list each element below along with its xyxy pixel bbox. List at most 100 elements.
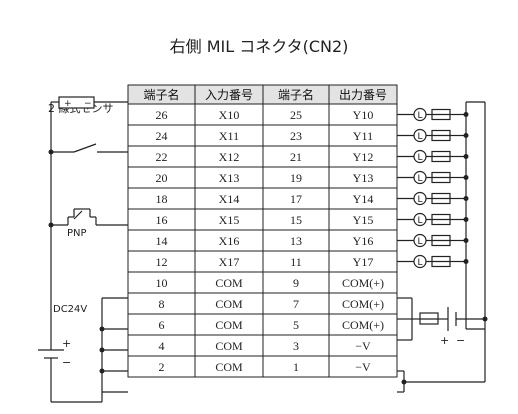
table-cell: COM [215,318,243,332]
table-cell: Y11 [353,129,373,143]
output-load: L [397,212,469,227]
load-lamp-label: L [417,258,422,268]
sensor-minus-sign: − [84,99,92,109]
table-cell: −V [355,339,371,353]
output-load: L [397,170,469,185]
table-cell: X12 [219,150,240,164]
table-cell: 1 [293,360,299,374]
table-row: 14 X16 13 Y16 [127,229,398,252]
output-load: L [397,254,469,269]
table-cell: X10 [219,108,240,122]
table-header-cell: 端子名 [278,87,314,102]
diagram-title: 右側 MIL コネクタ(CN2) [170,37,349,56]
table-header-cell: 入力番号 [205,88,253,102]
load-lamp-label: L [417,111,422,121]
table-cell: 16 [156,213,168,227]
load-lamp-label: L [417,195,422,205]
table-cell: 13 [290,234,302,248]
table-cell: 3 [293,339,299,353]
junction-dot [99,368,105,374]
table-row: 16 X15 15 Y15 [127,208,398,231]
output-load: L [397,149,469,164]
table-cell: COM(+) [342,276,384,290]
table-cell: 17 [290,192,302,206]
dc24v-label: DC24V [53,304,87,315]
output-load: L [397,191,469,206]
table-cell: Y12 [353,150,374,164]
table-cell: X17 [219,255,240,269]
table-cell: Y10 [353,108,374,122]
table-cell: 25 [290,108,302,122]
table-cell: 4 [159,339,165,353]
table-cell: 24 [156,129,168,143]
junction-dot [401,379,407,385]
table-cell: 18 [156,192,168,206]
table-cell: 10 [156,276,168,290]
table-cell: Y15 [353,213,374,227]
table-row: 18 X14 17 Y14 [127,187,398,210]
table-cell: COM [215,276,243,290]
table-cell: COM [215,339,243,353]
table-cell: X11 [219,129,239,143]
table-row: 8 COM 7 COM(+) [127,292,398,315]
table-cell: 8 [159,297,165,311]
pnp-label: PNP [67,228,87,239]
load-lamp-label: L [417,132,422,142]
output-supply-minus: − [456,334,465,347]
table-cell: 9 [293,276,299,290]
table-cell: Y14 [353,192,374,206]
table-cell: 19 [290,171,302,185]
table-header-cell: 出力番号 [339,88,387,102]
load-lamp-label: L [417,216,422,226]
table-cell: −V [355,360,371,374]
load-lamp-label: L [417,237,422,247]
table-cell: COM(+) [342,297,384,311]
table-header-cell: 端子名 [143,87,179,102]
table-cell: COM [215,360,243,374]
table-cell: X15 [219,213,240,227]
output-supply-plus: + [440,334,449,347]
switch-contact [73,143,97,153]
table-cell: 7 [293,297,299,311]
table-header-row: 端子名 入力番号 端子名 出力番号 [127,84,398,105]
table-row: 4 COM 3 −V [127,334,398,357]
table-cell: X14 [219,192,240,206]
table-cell: Y13 [353,171,374,185]
table-cell: 26 [156,108,168,122]
table-cell: 22 [156,150,168,164]
table-cell: 12 [156,255,168,269]
table-cell: Y17 [353,255,374,269]
load-lamp-label: L [417,174,422,184]
table-row: 26 X10 25 Y10 [127,103,398,126]
table-cell: 5 [293,318,299,332]
table-cell: COM(+) [342,318,384,332]
table-cell: COM [215,297,243,311]
table-row: 10 COM 9 COM(+) [127,271,398,294]
table-row: 6 COM 5 COM(+) [127,313,398,336]
output-load: L [397,233,469,248]
table-cell: 2 [159,360,165,374]
table-row: 2 COM 1 −V [127,355,398,378]
input-supply-plus: + [62,337,71,350]
table-cell: 14 [156,234,168,248]
table-cell: 21 [290,150,302,164]
table-row: 22 X12 21 Y12 [127,145,398,168]
table-cell: 15 [290,213,302,227]
output-load: L [397,128,469,143]
table-cell: X13 [219,171,240,185]
table-cell: X16 [219,234,240,248]
table-cell: Y16 [353,234,374,248]
junction-dot [99,326,105,332]
sensor-plus-sign: + [64,99,72,109]
table-cell: 6 [159,318,165,332]
table-row: 20 X13 19 Y13 [127,166,398,189]
junction-dot [482,316,488,322]
table-cell: 20 [156,171,168,185]
input-wiring: 2 線式センサ + − PNP DC24V + − [38,96,128,403]
table-cell: 23 [290,129,302,143]
input-supply-minus: − [62,356,71,369]
